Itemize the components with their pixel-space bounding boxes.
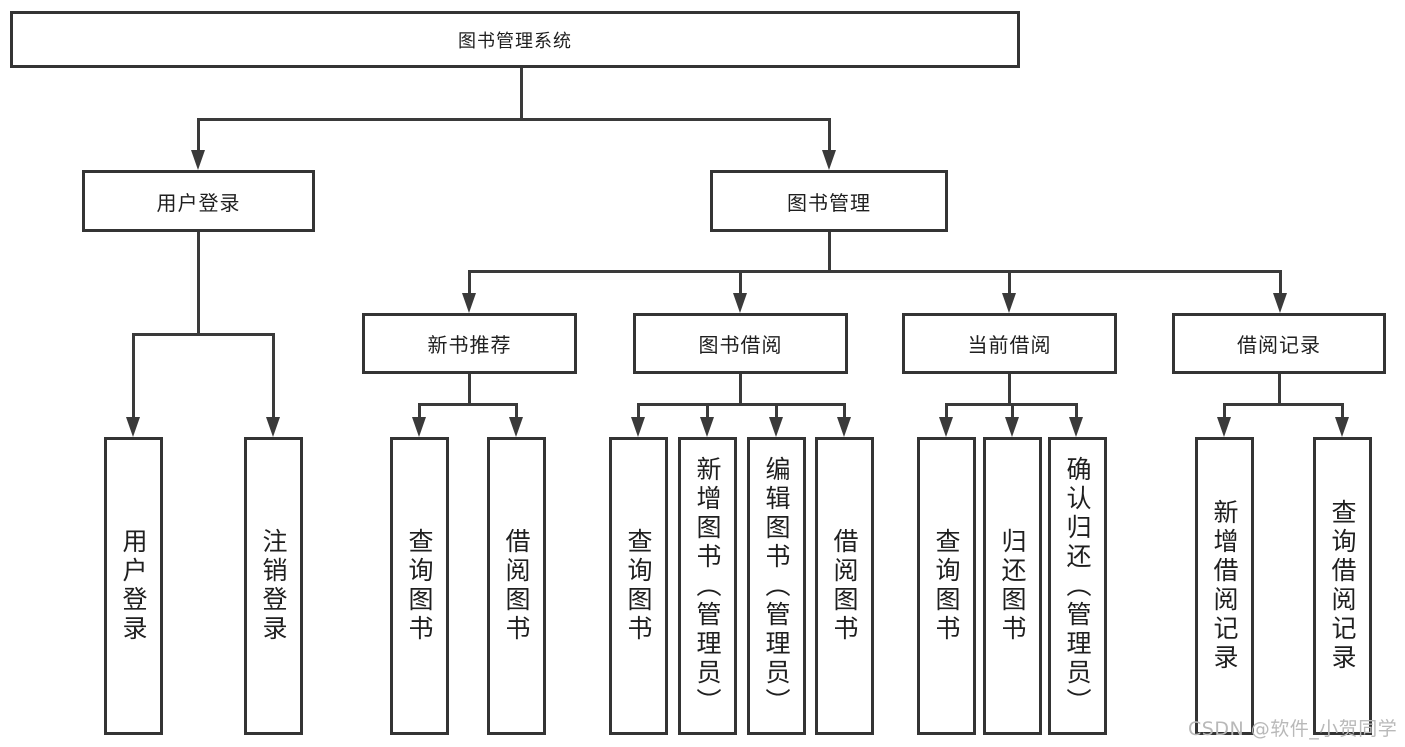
connector-to-borrow-records <box>1279 270 1282 295</box>
arrowhead-borrow-book <box>837 417 851 437</box>
node-login: 用户登录 <box>104 437 163 735</box>
node-label: 借阅记录 <box>1237 333 1321 357</box>
node-recommend-borrow-book: 借阅图书 <box>487 437 546 735</box>
node-label: 借阅图书 <box>830 528 859 644</box>
node-library-management-system: 图书管理系统 <box>10 11 1020 68</box>
arrowhead-current-query <box>939 417 953 437</box>
arrowhead-add-record <box>1217 417 1231 437</box>
node-label: 确认归还（管理员） <box>1063 455 1092 717</box>
connector-to-book-borrow <box>739 270 742 295</box>
arrowhead-logout-leaf <box>266 417 280 437</box>
node-label: 用户登录 <box>119 528 148 644</box>
arrowhead-recommend-query <box>412 417 426 437</box>
node-label: 归还图书 <box>998 528 1027 644</box>
connector-borrow-distributor <box>637 403 846 406</box>
connector-to-book-management <box>828 118 831 152</box>
connector-user-login-distributor <box>132 333 275 336</box>
connector-to-login-leaf <box>132 333 135 419</box>
connector-to-confirm-return <box>1075 403 1078 419</box>
node-label: 新书推荐 <box>427 333 512 357</box>
node-label: 查询图书 <box>932 528 961 644</box>
arrowhead-new-book-recommend <box>462 293 476 313</box>
node-label: 注销登录 <box>259 528 288 644</box>
node-edit-book-admin: 编辑图书（管理员） <box>747 437 806 735</box>
node-label: 借阅图书 <box>502 528 531 644</box>
node-label: 新增借阅记录 <box>1210 499 1239 673</box>
connector-to-new-book-recommend <box>468 270 471 295</box>
connector-to-borrow-query <box>637 403 640 419</box>
node-logout: 注销登录 <box>244 437 303 735</box>
arrowhead-edit-book <box>769 417 783 437</box>
arrowhead-user-login <box>191 150 205 170</box>
connector-book-management-distributor <box>468 270 1282 273</box>
arrowhead-login-leaf <box>126 417 140 437</box>
arrowhead-borrow-records <box>1273 293 1287 313</box>
node-label: 用户登录 <box>156 190 241 215</box>
node-book-management: 图书管理 <box>710 170 948 232</box>
node-user-login: 用户登录 <box>82 170 315 232</box>
connector-current-stem <box>1008 374 1011 403</box>
connector-to-current-borrow <box>1008 270 1011 295</box>
connector-recommend-stem <box>468 374 471 403</box>
arrowhead-add-book <box>700 417 714 437</box>
node-borrow-records: 借阅记录 <box>1172 313 1386 374</box>
connector-to-borrow-book <box>843 403 846 419</box>
connector-to-query-record <box>1341 403 1344 419</box>
node-return-book: 归还图书 <box>983 437 1042 735</box>
node-label: 查询图书 <box>405 528 434 644</box>
node-query-borrow-record: 查询借阅记录 <box>1313 437 1372 735</box>
node-label: 图书借阅 <box>698 333 783 357</box>
connector-root-stem <box>520 66 523 118</box>
node-label: 新增图书（管理员） <box>693 455 722 717</box>
node-label: 编辑图书（管理员） <box>762 455 791 717</box>
connector-to-logout-leaf <box>272 333 275 419</box>
node-add-book-admin: 新增图书（管理员） <box>678 437 737 735</box>
csdn-watermark: CSDN @软件_小贺同学 <box>1188 718 1398 740</box>
connector-to-add-record <box>1223 403 1226 419</box>
connector-user-login-stem <box>197 232 200 333</box>
node-add-borrow-record: 新增借阅记录 <box>1195 437 1254 735</box>
arrowhead-borrow-query <box>631 417 645 437</box>
connector-to-current-query <box>945 403 948 419</box>
node-book-borrow: 图书借阅 <box>633 313 848 374</box>
connector-records-stem <box>1278 374 1281 403</box>
connector-book-management-stem <box>828 232 831 270</box>
node-new-book-recommend: 新书推荐 <box>362 313 577 374</box>
connector-records-distributor <box>1223 403 1343 406</box>
arrowhead-confirm-return <box>1069 417 1083 437</box>
node-current-borrow: 当前借阅 <box>902 313 1117 374</box>
node-recommend-query-book: 查询图书 <box>390 437 449 735</box>
node-borrow-book: 借阅图书 <box>815 437 874 735</box>
arrowhead-book-management <box>822 150 836 170</box>
connector-to-recommend-borrow <box>515 403 518 419</box>
arrowhead-query-record <box>1335 417 1349 437</box>
arrowhead-return-book <box>1005 417 1019 437</box>
node-label: 图书管理 <box>787 190 871 215</box>
connector-borrow-stem <box>739 374 742 403</box>
arrowhead-book-borrow <box>733 293 747 313</box>
node-label: 查询图书 <box>624 528 653 644</box>
connector-recommend-distributor <box>418 403 518 406</box>
arrowhead-current-borrow <box>1002 293 1016 313</box>
connector-to-add-book <box>706 403 709 419</box>
connector-to-user-login <box>197 118 200 152</box>
node-confirm-return-admin: 确认归还（管理员） <box>1048 437 1107 735</box>
connector-to-edit-book <box>775 403 778 419</box>
arrowhead-recommend-borrow <box>509 417 523 437</box>
node-label: 查询借阅记录 <box>1328 499 1357 673</box>
node-current-query-book: 查询图书 <box>917 437 976 735</box>
node-label: 当前借阅 <box>967 333 1052 357</box>
node-borrow-query-book: 查询图书 <box>609 437 668 735</box>
connector-to-return-book <box>1011 403 1014 419</box>
connector-root-distributor <box>197 118 831 121</box>
node-label: 图书管理系统 <box>458 30 572 52</box>
connector-to-recommend-query <box>418 403 421 419</box>
